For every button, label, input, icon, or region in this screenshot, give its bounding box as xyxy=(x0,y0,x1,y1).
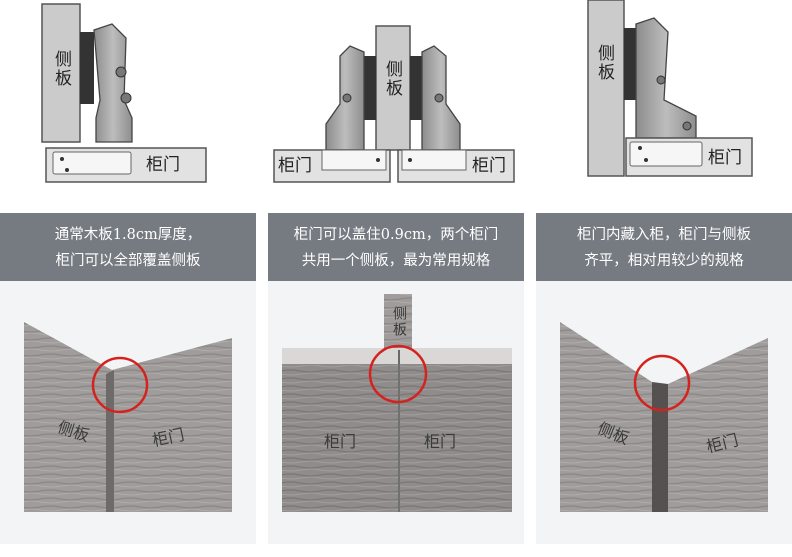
cup-screw xyxy=(644,158,648,162)
hinge-diagrams xyxy=(41,0,753,183)
cup-screw xyxy=(65,168,69,172)
hinge-screw xyxy=(656,75,666,85)
caption-full-overlay: 通常木板1.8cm厚度， 柜门可以全部覆盖侧板 xyxy=(0,213,256,281)
diagram-half-overlay xyxy=(273,25,515,183)
hinge-screw xyxy=(434,93,444,103)
cabinet-door-label: 柜门 xyxy=(472,156,506,176)
hinge-cup xyxy=(52,151,132,175)
hinge-screw xyxy=(342,93,352,103)
side-panel-label: 侧板 xyxy=(594,44,614,82)
hinge-plate-right xyxy=(410,56,422,120)
hinge-plate xyxy=(80,32,94,104)
wood-corner-illustrations xyxy=(24,294,768,512)
cabinet-door-photo-label: 柜门 xyxy=(324,432,357,451)
cup-screw xyxy=(376,158,380,162)
highlight-circle xyxy=(368,344,428,404)
hinge-cup xyxy=(629,141,703,167)
cabinet-door-label: 柜门 xyxy=(278,156,312,176)
caption-line: 齐平，相对用较少的规格 xyxy=(584,253,744,269)
side-panel-label: 侧板 xyxy=(382,60,402,98)
caption-line: 柜门内藏入柜，柜门与侧板 xyxy=(577,227,751,243)
cup-screw xyxy=(408,158,412,162)
cup-screw xyxy=(638,146,642,150)
caption-line: 柜门可以全部覆盖侧板 xyxy=(55,253,201,269)
cabinet-door-label: 柜门 xyxy=(708,148,742,168)
hinge-arm xyxy=(635,17,697,139)
side-panel-board xyxy=(24,322,112,512)
side-panel-shape xyxy=(41,3,81,143)
side-panel-shape xyxy=(375,25,411,151)
wood-corner-inset xyxy=(560,322,768,512)
door-thickness-edge xyxy=(652,382,668,512)
hinge-screw xyxy=(115,66,127,78)
highlight-circle xyxy=(633,354,691,412)
caption-inset: 柜门内藏入柜，柜门与侧板 齐平，相对用较少的规格 xyxy=(536,213,792,281)
caption-line: 通常木板1.8cm厚度， xyxy=(54,227,202,243)
hinge-plate-left xyxy=(364,56,376,120)
door-board xyxy=(112,338,232,512)
diagram-inset xyxy=(587,0,753,177)
side-panel-board xyxy=(384,294,412,350)
side-panel-shape xyxy=(587,0,625,177)
hinge-cup-left xyxy=(321,149,387,171)
hinge-screw xyxy=(120,92,132,104)
caption-half-overlay: 柜门可以盖住0.9cm，两个柜门 共用一个侧板，最为常用规格 xyxy=(268,213,524,281)
side-panel-board xyxy=(560,322,652,512)
door-board-right xyxy=(400,364,512,512)
hinge-cup-right xyxy=(401,149,467,171)
wood-corner-half-overlay xyxy=(282,294,512,512)
caption-line: 柜门可以盖住0.9cm，两个柜门 xyxy=(293,227,499,243)
side-panel-photo-label: 侧板 xyxy=(391,306,407,338)
cup-screw xyxy=(60,157,64,161)
diagram-full-overlay xyxy=(41,3,207,183)
door-edge xyxy=(106,370,114,512)
highlight-circle xyxy=(91,356,149,414)
door-board-left xyxy=(282,364,398,512)
hinge-arm xyxy=(93,23,133,143)
top-edge xyxy=(282,348,512,364)
door-board xyxy=(668,338,768,512)
wood-corner-full-overlay xyxy=(24,322,232,512)
cabinet-door-photo-label: 柜门 xyxy=(424,432,457,451)
side-panel-label: 侧板 xyxy=(51,50,71,88)
hinge-screw xyxy=(682,121,692,131)
caption-line: 共用一个侧板，最为常用规格 xyxy=(301,253,491,269)
hinge-plate xyxy=(624,28,636,100)
cabinet-door-label: 柜门 xyxy=(146,155,180,175)
